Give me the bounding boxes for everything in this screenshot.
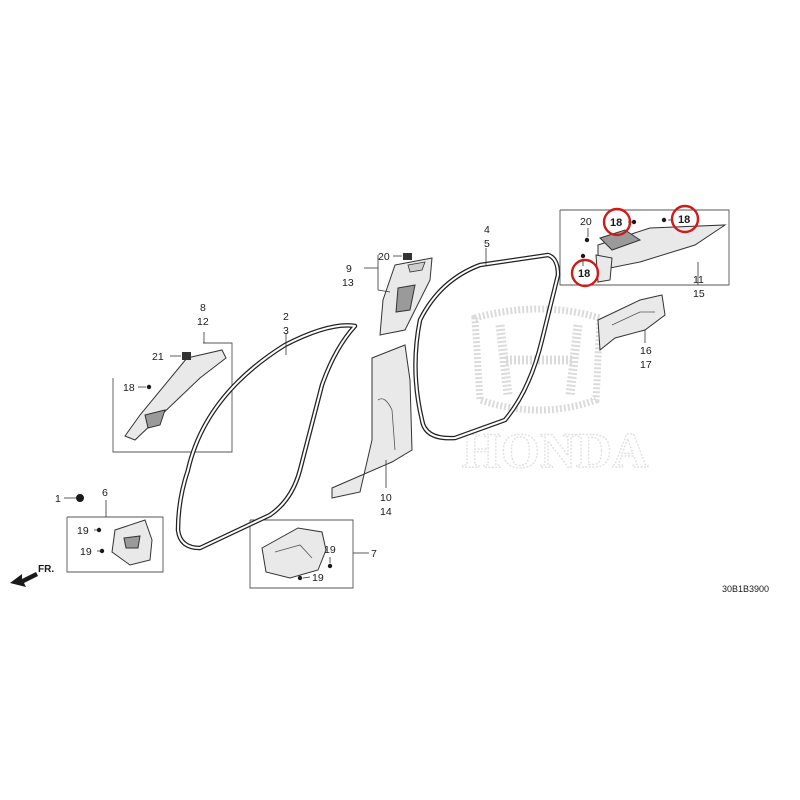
label-14: 14 xyxy=(380,506,392,518)
door-seal-rear xyxy=(413,252,561,441)
b-pillar-lower-trim xyxy=(331,344,413,499)
door-seal-front xyxy=(175,323,358,551)
front-direction-marker: FR. xyxy=(10,564,54,587)
label-2: 2 xyxy=(283,311,289,323)
label-5: 5 xyxy=(484,238,490,250)
label-18-b: 18 xyxy=(610,217,622,229)
highlight-callouts xyxy=(570,204,700,288)
a-pillar-trim xyxy=(124,349,227,441)
rear-bracket xyxy=(597,294,666,351)
honda-watermark-logo: HONDA xyxy=(461,305,649,479)
diagram-code: 30B1B3900 xyxy=(722,584,769,594)
front-label: FR. xyxy=(38,564,54,575)
label-13: 13 xyxy=(342,277,354,289)
label-19-a: 19 xyxy=(77,525,89,537)
highlight-circle-18-lower xyxy=(570,258,600,288)
label-20-b: 20 xyxy=(580,216,592,228)
label-12: 12 xyxy=(197,316,209,328)
label-19-c: 19 xyxy=(324,544,336,556)
fasteners xyxy=(76,217,667,581)
label-16: 16 xyxy=(640,345,652,357)
label-19-b: 19 xyxy=(80,546,92,558)
side-sill-cover xyxy=(261,527,327,579)
label-1: 1 xyxy=(55,493,61,505)
label-10: 10 xyxy=(380,492,392,504)
rear-side-trim xyxy=(595,224,727,283)
label-9: 9 xyxy=(346,263,352,275)
label-3: 3 xyxy=(283,325,289,337)
group-box-8-12 xyxy=(112,342,233,453)
label-7: 7 xyxy=(371,548,377,560)
kick-panel xyxy=(111,519,153,566)
label-19-d: 19 xyxy=(312,572,324,584)
label-18-c: 18 xyxy=(678,214,690,226)
b-pillar-upper-trim xyxy=(379,257,433,336)
label-4: 4 xyxy=(484,224,490,236)
label-18-d: 18 xyxy=(578,268,590,280)
label-21: 21 xyxy=(152,351,164,363)
label-20-a: 20 xyxy=(378,251,390,263)
group-box-7 xyxy=(249,519,354,589)
group-box-11-15 xyxy=(559,209,730,286)
group-box-6 xyxy=(66,516,164,573)
svg-text:HONDA: HONDA xyxy=(462,422,648,478)
label-8: 8 xyxy=(200,302,206,314)
front-arrow-icon xyxy=(10,572,38,587)
label-17: 17 xyxy=(640,359,652,371)
highlight-circle-18-right xyxy=(670,204,700,234)
highlight-circle-18-left xyxy=(602,207,632,237)
label-6: 6 xyxy=(102,487,108,499)
label-18-a: 18 xyxy=(123,382,135,394)
leader-lines xyxy=(64,219,699,579)
label-15: 15 xyxy=(693,288,705,300)
label-11: 11 xyxy=(693,274,704,286)
part-labels: 1 6 8 12 21 18 2 3 4 5 9 13 20 10 14 19 … xyxy=(55,214,705,584)
